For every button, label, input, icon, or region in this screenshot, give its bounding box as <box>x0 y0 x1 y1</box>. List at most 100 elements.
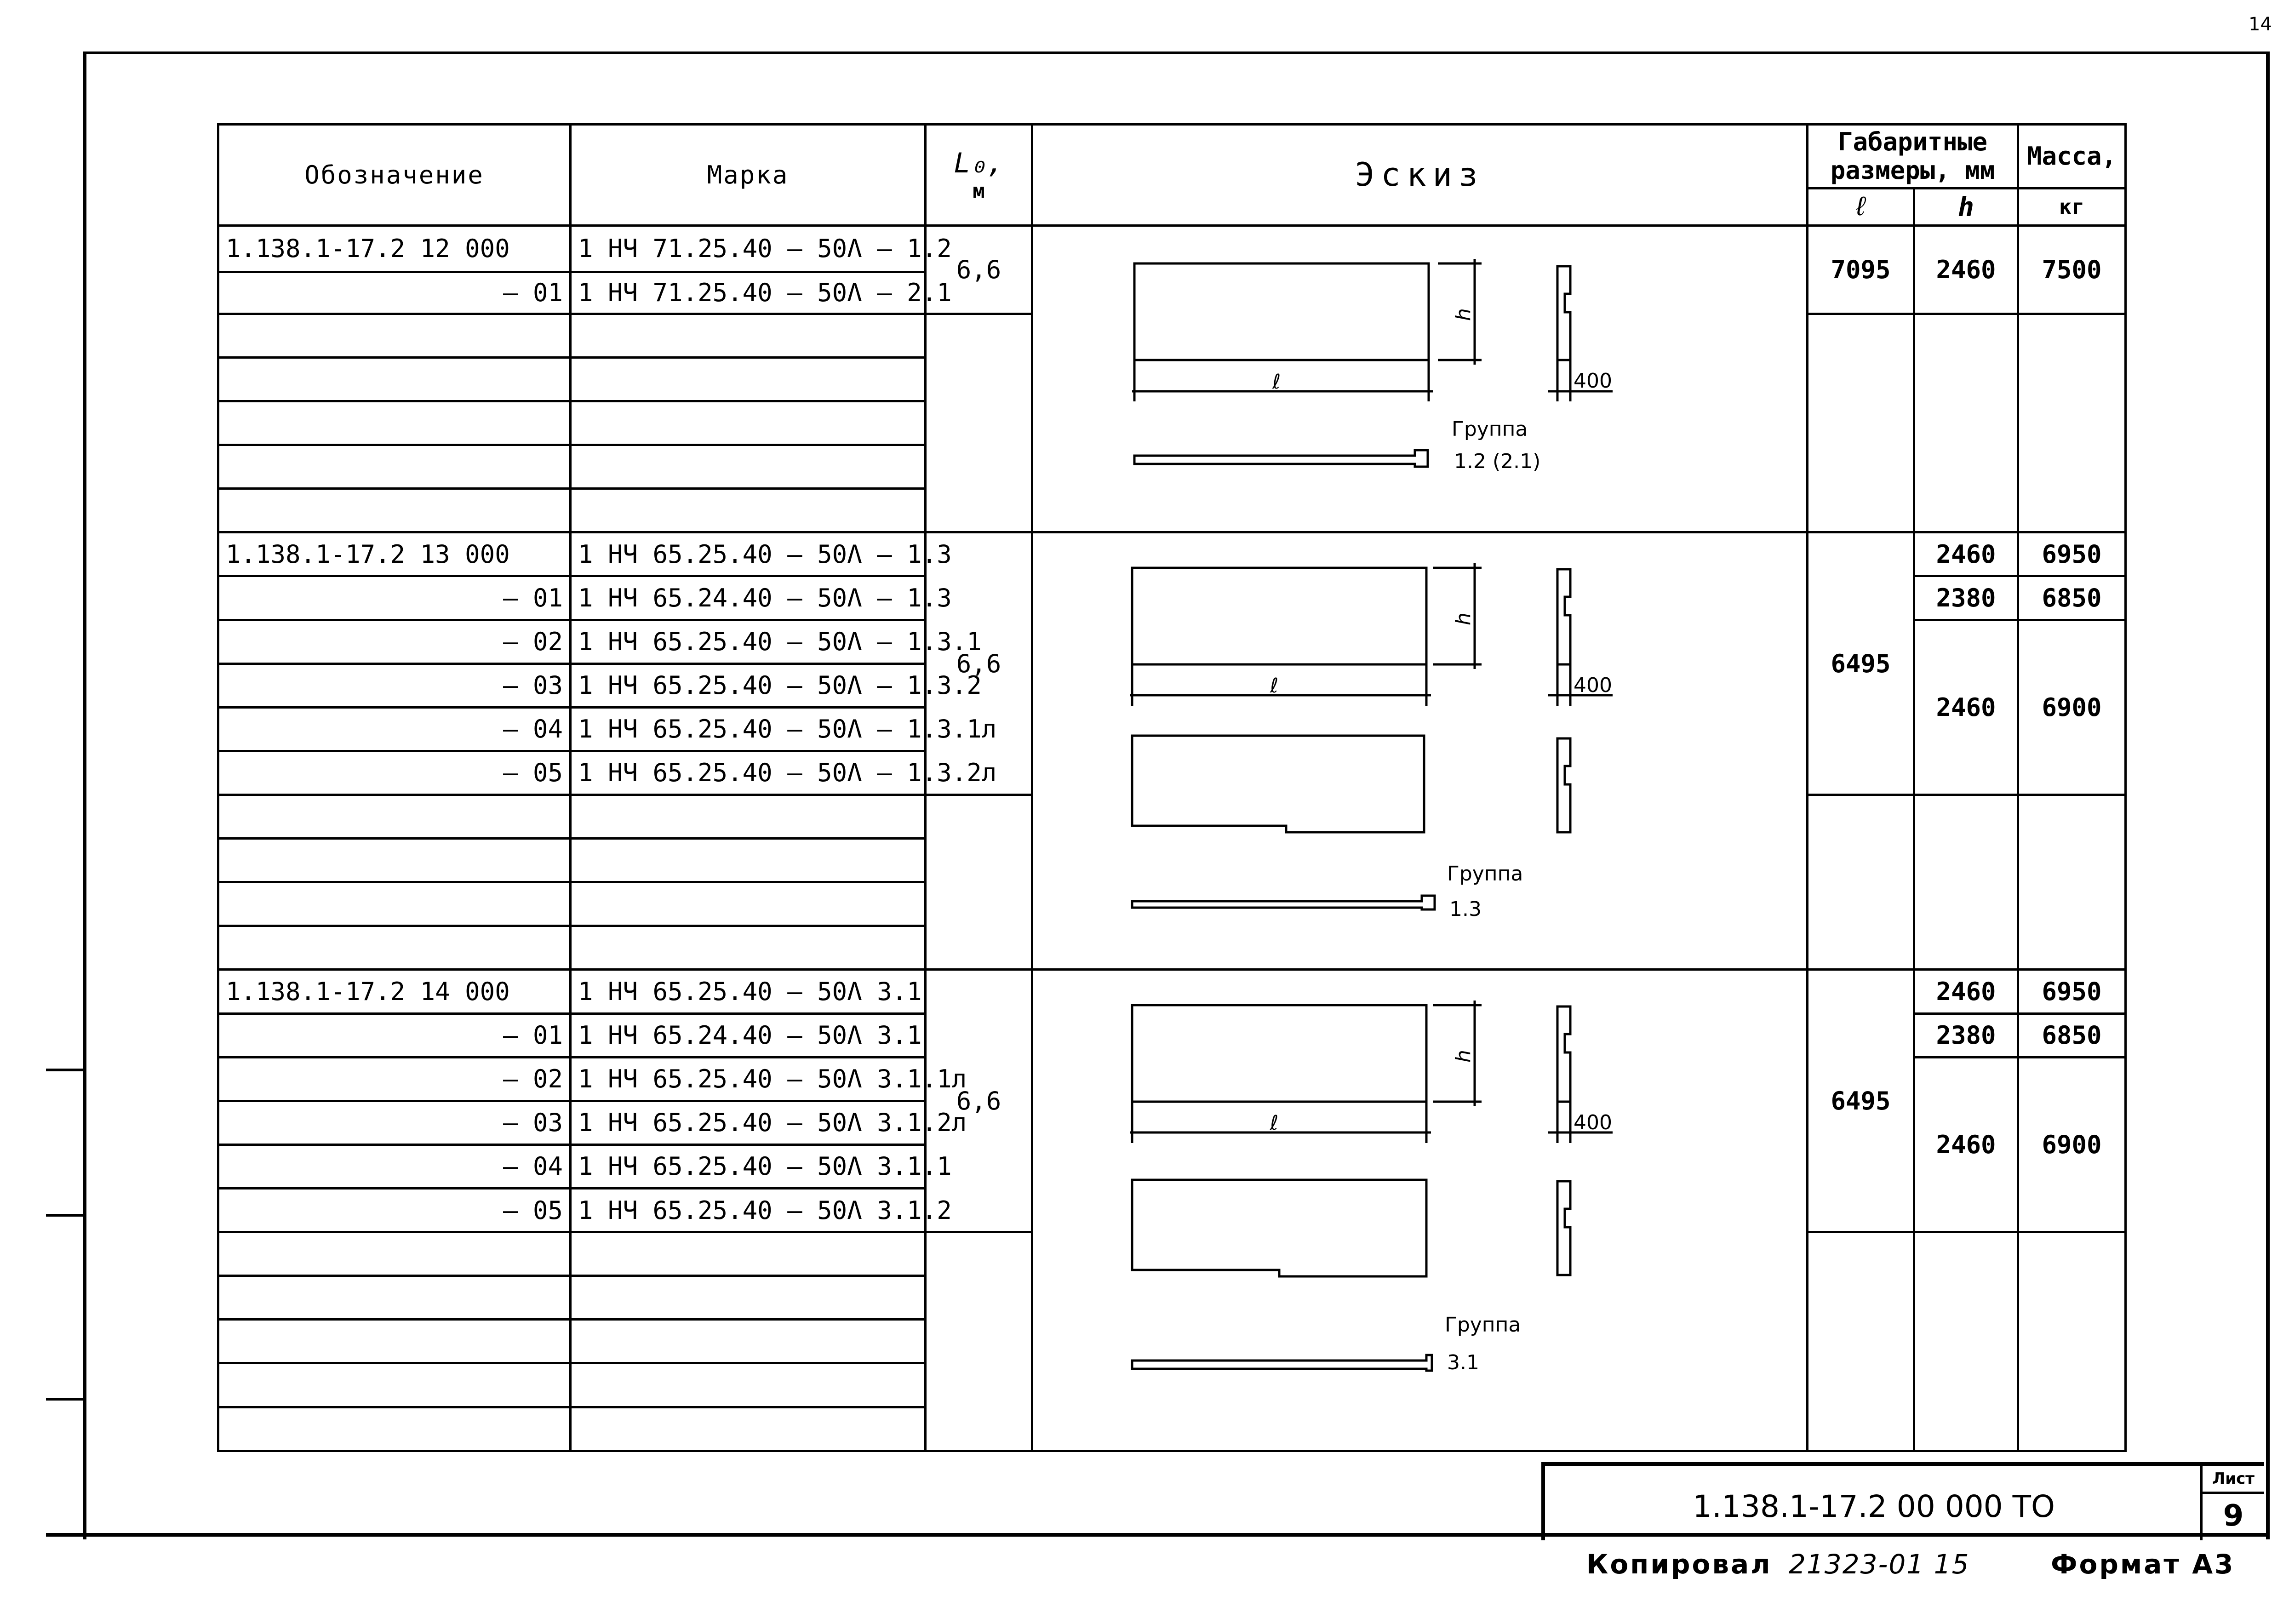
panel-elevation-notched <box>1131 1178 1428 1278</box>
group3-mass-1: 6850 <box>2017 1012 2127 1058</box>
header-mark: Марка <box>569 123 927 227</box>
group2-mass-2: 6900 <box>2017 618 2127 796</box>
group2-suffix-2: – 02 <box>217 618 572 665</box>
panel-section <box>1556 1180 1572 1276</box>
sketch-thickness-label: 400 <box>1574 674 1612 697</box>
group3-length-empty <box>924 1231 1033 1452</box>
group3-suffix-2: – 02 <box>217 1056 572 1102</box>
group3-designation: 1.138.1-17.2 14 000 <box>217 968 572 1015</box>
table-row-empty <box>217 487 572 534</box>
sketch-l-label: ℓ <box>1270 674 1278 698</box>
sheet-box: Лист 9 <box>2200 1462 2264 1540</box>
group1-designation: 1.138.1-17.2 12 000 <box>217 224 572 273</box>
group1-sketch: ℓ h 400 Группа 1.2 (2.1) <box>1031 224 1808 534</box>
group2-mass-1: 6850 <box>2017 575 2127 621</box>
table-row-empty <box>569 312 927 359</box>
group3-dim-h-2: 2460 <box>1913 1056 2019 1234</box>
group2-suffix-3: – 03 <box>217 662 572 709</box>
binding-strip <box>46 1211 83 1401</box>
group3-dim-h-empty <box>1913 1231 2019 1452</box>
group2-dim-l-empty <box>1806 794 1915 971</box>
group2-suffix-5: – 05 <box>217 749 572 796</box>
table-row-empty <box>569 356 927 403</box>
panel-section <box>1556 1005 1572 1103</box>
group3-suffix-4: – 04 <box>217 1143 572 1190</box>
header-mass-label: Масса, <box>2026 141 2117 171</box>
panel-elevation <box>1131 1004 1428 1103</box>
table-row-empty <box>569 487 927 534</box>
title-block: 1.138.1-17.2 00 000 ТО <box>1541 1462 2203 1540</box>
group3-mark-5: 1 НЧ 65.25.40 – 50Λ 3.1.2 <box>569 1187 952 1234</box>
table-row-empty <box>217 794 572 840</box>
table-row-empty <box>569 881 927 927</box>
group3-dim-l-empty <box>1806 1231 1915 1452</box>
table-row-empty <box>217 400 572 446</box>
panel-elevation <box>1133 262 1430 361</box>
group2-dim-l: 6495 <box>1806 531 1915 796</box>
drawing-frame <box>83 51 2270 1539</box>
group1-length-empty <box>924 312 1033 534</box>
table-row-empty <box>569 444 927 490</box>
binding-strip <box>46 1069 83 1217</box>
group3-group-number: 3.1 <box>1447 1351 1479 1374</box>
header-length: L₀, м <box>924 123 1033 227</box>
sketch-l-label: ℓ <box>1270 1111 1278 1135</box>
group1-mark-1: 1 НЧ 71.25.40 – 50Λ – 2.1 <box>569 270 952 315</box>
group2-group-number: 1.3 <box>1449 898 1482 921</box>
document-code: 1.138.1-17.2 00 000 ТО <box>1693 1489 2055 1524</box>
group2-length: 6,6 <box>924 531 1033 796</box>
footer-copied: Копировал <box>1586 1549 1772 1580</box>
group2-mark-3: 1 НЧ 65.25.40 – 50Λ – 1.3.2 <box>569 662 982 709</box>
table-row-empty <box>217 1231 572 1277</box>
group3-suffix-5: – 05 <box>217 1187 572 1234</box>
table-row-empty <box>217 1362 572 1408</box>
table-row-empty <box>569 837 927 884</box>
table-row-empty <box>569 794 927 840</box>
group1-dim-l-empty <box>1806 312 1915 534</box>
panel-plan <box>1131 1354 1433 1372</box>
group3-mark-2: 1 НЧ 65.25.40 – 50Λ 3.1.1л <box>569 1056 967 1102</box>
panel-elevation <box>1131 566 1428 666</box>
group3-suffix-1: – 01 <box>217 1012 572 1058</box>
table-row-empty <box>569 400 927 446</box>
group3-mark-1: 1 НЧ 65.24.40 – 50Λ 3.1 <box>569 1012 927 1058</box>
group3-dim-h-1: 2380 <box>1913 1012 2019 1058</box>
group3-mass-empty <box>2017 1231 2127 1452</box>
table-row-empty <box>569 1318 927 1365</box>
group2-mark-5: 1 НЧ 65.25.40 – 50Λ – 1.3.2л <box>569 749 996 796</box>
group2-mark-0: 1 НЧ 65.25.40 – 50Λ – 1.3 <box>569 531 952 578</box>
header-dims: Габаритные размеры, мм <box>1806 123 2019 189</box>
group2-mark-2: 1 НЧ 65.25.40 – 50Λ – 1.3.1 <box>569 618 982 665</box>
table-row-empty <box>569 1275 927 1321</box>
group1-dim-h: 2460 <box>1913 224 2019 315</box>
table-row-empty <box>217 1275 572 1321</box>
sheet-label: Лист <box>2203 1466 2264 1494</box>
panel-section <box>1556 265 1572 361</box>
header-dim-h: h <box>1913 187 2019 227</box>
page-number: 14 <box>2249 14 2272 35</box>
table-row-empty <box>217 1318 572 1365</box>
group3-dim-h-0: 2460 <box>1913 968 2019 1015</box>
group1-sketch-drawing: ℓ h 400 Группа 1.2 (2.1) <box>1132 258 1613 473</box>
header-sketch: Эскиз <box>1031 123 1808 227</box>
sheet-number: 9 <box>2223 1499 2244 1533</box>
panel-elevation-notched <box>1131 734 1425 834</box>
panel-section <box>1556 737 1572 834</box>
sketch-thickness-label: 400 <box>1574 1111 1612 1134</box>
group2-length-empty <box>924 794 1033 971</box>
footer-copied-number: 21323-01 15 <box>1789 1549 1970 1580</box>
group3-mass-0: 6950 <box>2017 968 2127 1015</box>
sketch-thickness-label: 400 <box>1574 369 1612 393</box>
header-mass: Масса, <box>2017 123 2127 189</box>
group2-dim-h-0: 2460 <box>1913 531 2019 578</box>
group1-dim-l: 7095 <box>1806 224 1915 315</box>
specification-table: Обозначение Марка L₀, м Эскиз Габаритные… <box>217 123 2127 1452</box>
table-row-empty <box>569 1362 927 1408</box>
group2-group-label: Группа <box>1447 862 1523 886</box>
sketch-h-label: h <box>1452 1050 1475 1063</box>
table-row-empty <box>569 925 927 971</box>
table-row-empty <box>217 1406 572 1452</box>
table-row-empty <box>569 1231 927 1277</box>
group2-suffix-4: – 04 <box>217 706 572 752</box>
header-designation: Обозначение <box>217 123 572 227</box>
